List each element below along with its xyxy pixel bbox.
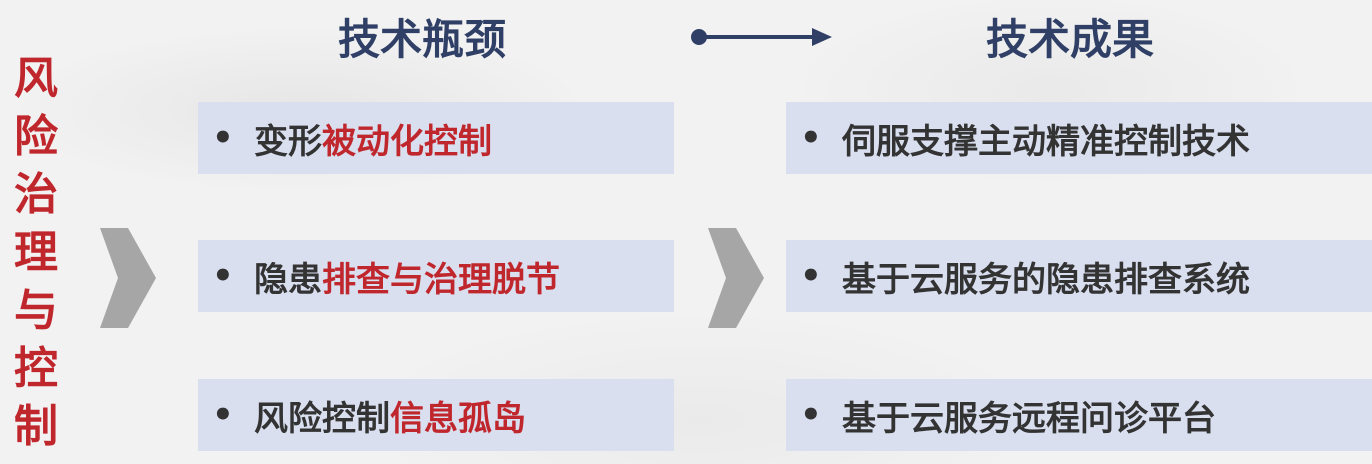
bottleneck-item: • 隐患排查与治理脱节 — [198, 240, 674, 312]
bottleneck-item: • 风险控制信息孤岛 — [198, 379, 674, 451]
bullet: • — [212, 256, 234, 296]
achievement-text: 基于云服务远程问诊平台 — [842, 398, 1216, 439]
achievement-item: • 基于云服务的隐患排查系统 — [786, 240, 1372, 312]
chevron-right-icon — [100, 228, 156, 328]
bottleneck-text: 变形 — [254, 121, 322, 162]
achievement-item: • 基于云服务远程问诊平台 — [786, 379, 1372, 451]
bottleneck-text: 隐患 — [254, 259, 322, 300]
side-title-char: 治 — [14, 169, 58, 220]
side-title-char: 控 — [14, 343, 58, 394]
arrow-right-icon — [691, 28, 832, 46]
bullet: • — [800, 256, 822, 296]
bottleneck-highlight: 信息孤岛 — [390, 398, 526, 439]
bottleneck-highlight: 被动化控制 — [322, 121, 492, 162]
bottleneck-highlight: 排查与治理脱节 — [322, 259, 560, 300]
side-title-char: 制 — [14, 401, 58, 452]
bullet: • — [800, 118, 822, 158]
heading-bottlenecks: 技术瓶颈 — [338, 15, 507, 64]
side-title: 风 险 治 理 与 控 制 — [6, 50, 66, 456]
side-title-char: 理 — [14, 227, 58, 278]
side-title-char: 风 — [14, 53, 58, 104]
side-title-char: 险 — [14, 111, 58, 162]
chevron-right-icon — [708, 228, 764, 328]
side-title-char: 与 — [14, 285, 58, 336]
achievement-item: • 伺服支撑主动精准控制技术 — [786, 102, 1372, 174]
bottleneck-text: 风险控制 — [254, 398, 390, 439]
achievement-text: 伺服支撑主动精准控制技术 — [842, 121, 1250, 162]
achievement-text: 基于云服务的隐患排查系统 — [842, 259, 1250, 300]
bullet: • — [800, 395, 822, 435]
bullet: • — [212, 118, 234, 158]
bottleneck-item: • 变形被动化控制 — [198, 102, 674, 174]
bullet: • — [212, 395, 234, 435]
heading-achievements: 技术成果 — [986, 15, 1155, 64]
